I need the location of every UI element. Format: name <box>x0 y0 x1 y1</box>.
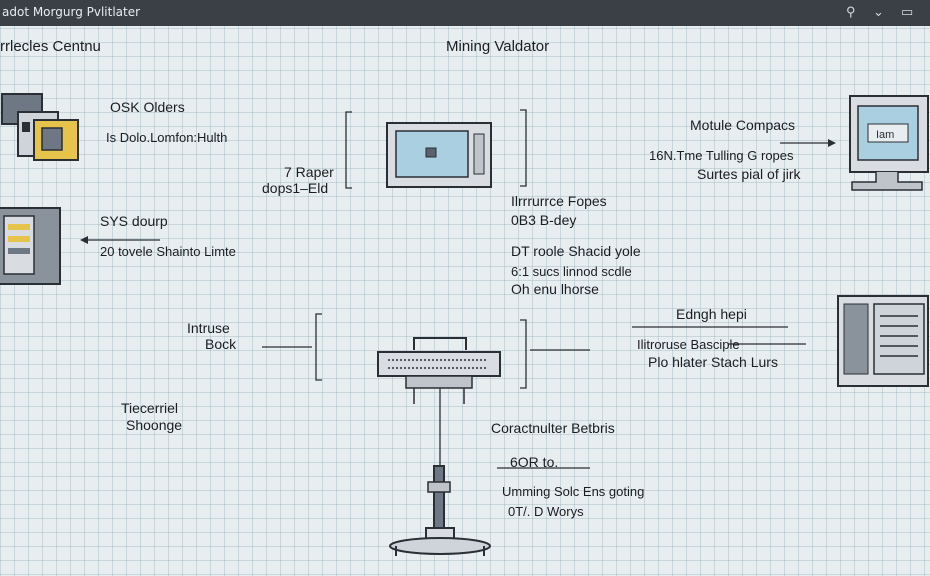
corac-line1: 6OR to. <box>510 454 559 470</box>
minimize-icon[interactable]: ⌄ <box>873 4 884 19</box>
sys-title: SYS dourp <box>100 213 168 229</box>
dt-line2: 6:1 sucs linnod scdle <box>511 264 632 279</box>
module-title: Motule Compacs <box>690 117 796 133</box>
dt-line3: Oh enu lhorse <box>511 281 599 297</box>
osk-title: OSK Olders <box>110 99 185 115</box>
raper-line1: 7 Raper <box>284 164 334 180</box>
window-title: adot Morgurg Pvlitlater <box>2 5 141 19</box>
intruse-line1: Intruse <box>187 320 230 336</box>
edngh-title: Edngh hepi <box>676 306 747 322</box>
pin-icon[interactable]: ⚲ <box>846 4 856 19</box>
window-titlebar: adot Morgurg Pvlitlater ⚲ ⌄ ▭ <box>0 0 930 26</box>
monitor-screen-text: Iam <box>876 129 894 141</box>
right-server-device <box>837 295 929 387</box>
intruse-line2: Bock <box>205 336 237 352</box>
corac-line2: Umming Solc Ens goting <box>502 484 645 499</box>
mirror-title: Ilrrrurrce Fopes <box>511 193 607 209</box>
tiecerr-line2: Shoonge <box>126 417 183 433</box>
corac-line3: 0T/. D Worys <box>508 504 584 519</box>
module-line2: Surtes pial of jirk <box>697 166 801 182</box>
edngh-line2: Plo hlater Stach Lurs <box>648 354 778 370</box>
corac-title: Coractnulter Betbris <box>491 420 615 436</box>
mirror-line1: 0B3 B-dey <box>511 212 577 228</box>
dt-line1: DT roole Shacid yole <box>511 243 641 259</box>
header-center-label: Mining Valdator <box>446 38 550 55</box>
right-monitor: Iam <box>849 95 929 191</box>
module-line1: 16N.Tme Tulling G ropes <box>649 148 794 163</box>
osk-detail: Is Dolo.Lomfon:Hulth <box>106 130 228 145</box>
sys-detail: 20 tovele Shainto Limte <box>100 244 236 259</box>
bottom-antenna-device <box>389 465 491 556</box>
central-monitor <box>386 122 492 188</box>
edngh-line1: Ilitroruse Basciple <box>637 337 740 352</box>
header-left-label: rrlecles Centnu <box>0 38 101 55</box>
central-rack-device <box>377 337 501 404</box>
top-left-devices <box>1 93 79 161</box>
tiecerr-line1: Tiecerriel <box>121 400 179 416</box>
maximize-icon[interactable]: ▭ <box>901 4 914 19</box>
sys-server-device <box>0 207 61 285</box>
raper-line2: dops1–Eld <box>262 180 329 196</box>
